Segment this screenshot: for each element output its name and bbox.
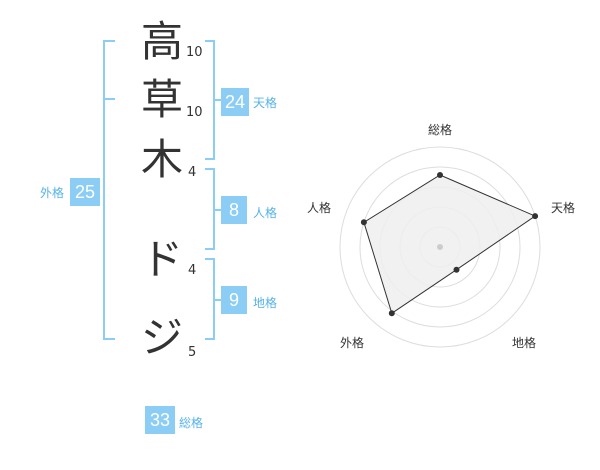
soukaku-score-badge: 33 — [145, 406, 175, 434]
radar-ring-4 — [359, 166, 521, 328]
jinkaku-connector — [213, 209, 221, 211]
chikaku-connector — [213, 299, 221, 301]
radar-axis-label-soukaku: 総格 — [427, 123, 452, 137]
jinkaku-label: 人格 — [253, 206, 278, 220]
tenkaku-connector — [213, 99, 221, 101]
radar-center-dot — [437, 244, 443, 250]
stroke-count-3: 4 — [188, 165, 197, 180]
name-char-5: ジ — [140, 313, 183, 362]
stroke-count-5: 5 — [188, 345, 197, 360]
jinkaku-score-badge: 8 — [221, 196, 247, 224]
radar-axis-label-gaikaku: 外格 — [339, 336, 364, 350]
radar-axis-label-chikaku: 地格 — [511, 336, 536, 350]
radar-axis-label-jinkaku: 人格 — [306, 201, 331, 215]
gaikaku-connector — [103, 98, 115, 100]
chikaku-label: 地格 — [253, 296, 278, 310]
name-char-2: 草 — [140, 75, 183, 124]
gaikaku-score-badge: 25 — [70, 178, 100, 206]
radar-point-jinkaku — [360, 219, 367, 226]
radar-polygon — [363, 174, 537, 315]
gaikaku-bracket — [103, 40, 115, 340]
gaikaku-label: 外格 — [40, 186, 65, 200]
radar-point-tenkaku — [532, 213, 539, 220]
radar-axis-label-tenkaku: 天格 — [550, 201, 575, 215]
tenkaku-label: 天格 — [253, 96, 278, 110]
name-char-4: ド — [140, 235, 183, 284]
radar-point-chikaku — [453, 266, 460, 273]
soukaku-label: 総格 — [179, 416, 204, 430]
radar-ring-5 — [339, 146, 541, 348]
chikaku-score-badge: 9 — [221, 286, 247, 314]
radar-point-soukaku — [437, 172, 443, 178]
stroke-count-2: 10 — [186, 105, 203, 120]
radar-point-gaikaku — [388, 310, 395, 317]
stroke-count-4: 4 — [188, 263, 197, 278]
name-char-3: 木 — [140, 135, 183, 184]
name-char-1: 高 — [140, 17, 183, 66]
tenkaku-score-badge: 24 — [221, 88, 249, 116]
stroke-count-1: 10 — [186, 45, 203, 60]
